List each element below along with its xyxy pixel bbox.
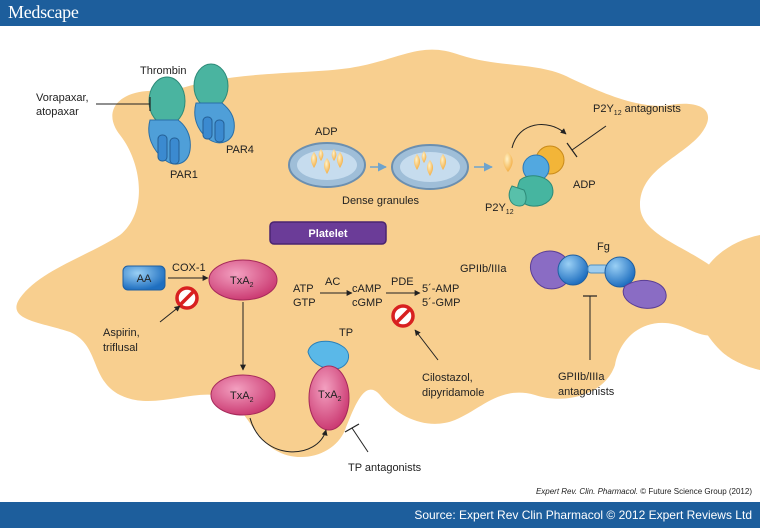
ac-label: AC — [325, 276, 340, 288]
txa2-synthesis — [208, 259, 278, 301]
txa2-synthesis-label: TxA2 — [230, 275, 254, 289]
medscape-logo: Medscape — [8, 2, 79, 22]
platelet-diagram: Thrombin Vorapaxar, atopaxar PAR1 PAR4 A… — [16, 49, 760, 496]
atp-label: ATP — [293, 283, 314, 295]
camp-label: cAMP — [352, 283, 381, 295]
dense-granule-2 — [391, 144, 469, 190]
thrombin-label: Thrombin — [140, 65, 186, 77]
inhibitor-icon — [391, 304, 415, 328]
cilostazol-label: Cilostazol, — [422, 372, 473, 384]
gpiib-label: GPIIb/IIIa — [460, 263, 507, 275]
cox1-label: COX-1 — [172, 262, 206, 274]
cgmp-label: cGMP — [352, 297, 383, 309]
amp-label: 5´-AMP — [422, 283, 459, 295]
aa-box — [122, 265, 166, 291]
figure-credit: Expert Rev. Clin. Pharmacol. © Future Sc… — [536, 487, 752, 496]
dense-granules-label: Dense granules — [342, 195, 420, 207]
dense-granule-1 — [288, 142, 366, 188]
dipyridamole-label: dipyridamole — [422, 387, 484, 399]
gmp-label: 5´-GMP — [422, 297, 461, 309]
txa2-released-label: TxA2 — [230, 390, 254, 404]
gp-antagonists-label-1: GPIIb/IIIa — [558, 371, 605, 383]
tp-label: TP — [339, 327, 353, 339]
gpiib-iiia-left — [530, 250, 589, 290]
adp-granule-label: ADP — [315, 126, 338, 138]
aa-label: AA — [137, 273, 152, 285]
tp-txa2-label: TxA2 — [318, 389, 342, 403]
adp-receptor-label: ADP — [573, 179, 596, 191]
aspirin-label: Aspirin, — [103, 327, 140, 339]
header-bar: Medscape — [0, 0, 760, 26]
par4-receptor — [193, 63, 235, 144]
par4-label: PAR4 — [226, 144, 254, 156]
fg-label: Fg — [597, 241, 610, 253]
par1-receptor — [148, 76, 191, 165]
par1-label: PAR1 — [170, 169, 198, 181]
atopaxar-label: atopaxar — [36, 106, 79, 118]
platelet-pill — [269, 221, 387, 245]
p2y12-label: P2Y12 — [485, 202, 514, 216]
gpiib-iiia-right — [604, 256, 667, 309]
adp-droplet — [503, 152, 513, 172]
txa2-released — [210, 374, 276, 416]
source-text: Source: Expert Rev Clin Pharmacol © 2012… — [414, 508, 752, 522]
p2y12-receptor — [508, 145, 565, 207]
gtp-label: GTP — [293, 297, 316, 309]
footer-bar: Source: Expert Rev Clin Pharmacol © 2012… — [0, 502, 760, 528]
p2y12-antagonists-label: P2Y12 antagonists — [593, 103, 681, 117]
tp-receptor — [307, 340, 350, 431]
triflusal-label: triflusal — [103, 342, 138, 354]
pde-label: PDE — [391, 276, 414, 288]
inhibitor-icon — [175, 286, 199, 310]
gp-antagonists-label-2: antagonists — [558, 386, 615, 398]
tp-antagonists-label: TP antagonists — [348, 462, 422, 474]
vorapaxar-label: Vorapaxar, — [36, 92, 89, 104]
platelet-label: Platelet — [308, 228, 347, 240]
neighbor-platelet — [696, 235, 760, 370]
